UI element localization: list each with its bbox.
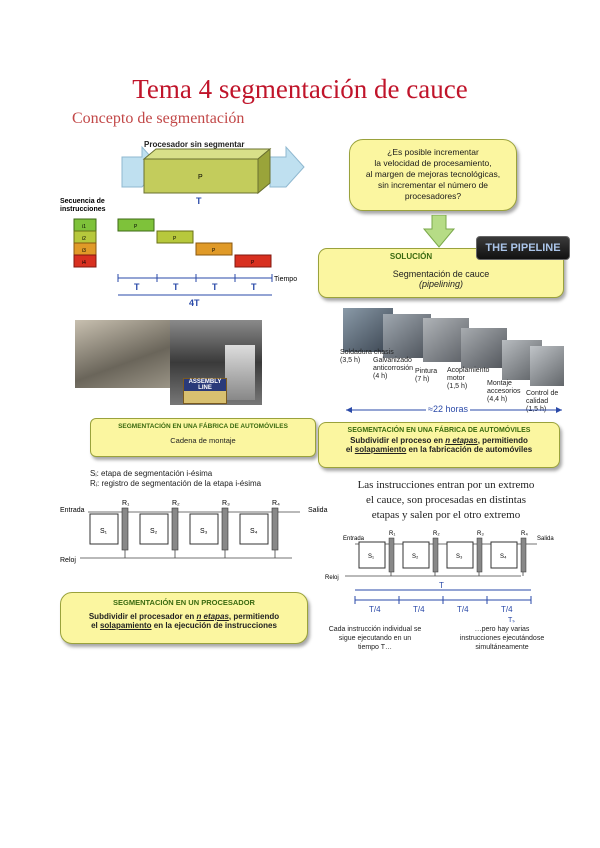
svg-text:4T: 4T [189,298,200,308]
factory-box-left: SEGMENTACIÓN EN UNA FÁBRICA DE AUTOMÓVIL… [90,418,316,457]
stage-label-5: Montaje accesorios (4,4 h) [487,380,525,404]
handwritten-note: Las instrucciones entran por un extremo … [326,478,566,523]
svg-text:Salida: Salida [537,536,554,542]
question-line: ¿Es posible incrementar [350,147,516,158]
svg-text:Tₛ: Tₛ [508,617,515,624]
factory-photo-1 [75,320,170,388]
page-title: Tema 4 segmentación de cauce [0,74,600,105]
svg-text:T: T [173,282,179,292]
svg-text:R₁: R₁ [389,531,395,537]
svg-text:T/4: T/4 [369,605,381,614]
note-left: Cada instrucción individual se sigue eje… [320,625,430,652]
svg-text:i2: i2 [82,236,86,242]
svg-text:S₁: S₁ [100,528,108,535]
factory-photo-3 [225,345,255,400]
svg-text:T: T [134,282,140,292]
svg-text:R₂: R₂ [433,531,440,537]
svg-text:T/4: T/4 [501,605,513,614]
total-hours: ≈22 horas [426,404,470,414]
output-arrow [270,147,304,187]
solution-line1: Segmentación de cauce [319,269,563,279]
svg-text:T/4: T/4 [457,605,469,614]
stage-label-2: Galvanizado anticorrosión (4 h) [373,357,415,381]
svg-text:S₃: S₃ [200,528,208,535]
svg-text:Secuencia de: Secuencia de [60,198,105,205]
svg-text:i3: i3 [82,248,86,254]
svg-text:T: T [251,282,257,292]
svg-text:R₃: R₃ [222,500,230,507]
stage-label-4: Acoplamiento motor (1,5 h) [447,367,487,391]
svg-text:Entrada: Entrada [60,507,85,514]
svg-text:P: P [198,174,203,181]
down-arrow-icon [422,215,456,249]
svg-text:T: T [439,581,444,590]
processor-label: Procesador sin segmentar [144,140,244,149]
svg-text:S₄: S₄ [500,554,507,560]
pipeline-badge: THE PIPELINE [476,236,570,260]
svg-text:R₂: R₂ [172,500,180,507]
svg-text:Reloj: Reloj [325,575,339,581]
svg-text:Salida: Salida [308,507,328,514]
svg-text:S₃: S₃ [456,554,463,560]
svg-text:S₂: S₂ [412,554,419,560]
factory-box-right: SEGMENTACIÓN EN UNA FÁBRICA DE AUTOMÓVIL… [318,422,560,468]
svg-text:T/4: T/4 [413,605,425,614]
svg-text:Entrada: Entrada [343,536,365,542]
unsegmented-processor-diagram: P Procesador sin segmentar T Secuencia d… [60,135,310,310]
svg-text:T: T [196,196,202,206]
question-line: al margen de mejoras tecnológicas, [350,169,516,180]
pipeline-diagram-left: Entrada Salida Reloj S₁ S₂ S₃ S₄ R₁ R₂ R… [60,500,335,568]
question-line: procesadores? [350,191,516,202]
svg-text:Reloj: Reloj [60,557,76,564]
processor-box: SEGMENTACIÓN EN UN PROCESADOR Subdividir… [60,592,308,644]
question-line: sin incrementar el número de [350,180,516,191]
section-subtitle: Concepto de segmentación [72,110,244,128]
svg-text:R₄: R₄ [272,500,280,507]
solution-line2: (pipelining) [319,279,563,289]
car-photo-6 [530,346,564,386]
car-photo-4 [461,328,507,368]
question-box: ¿Es posible incrementar la velocidad de … [349,139,517,211]
svg-text:S₂: S₂ [150,528,158,535]
svg-text:R₃: R₃ [477,531,484,537]
note-right: …pero hay varias instrucciones ejecutánd… [442,625,562,652]
svg-text:i1: i1 [82,224,86,230]
svg-text:i4: i4 [82,260,86,266]
pipeline-legend: Sᵢ: etapa de segmentación i-ésima Rᵢ: re… [90,469,261,489]
assembly-line-sign: ASSEMBLY LINE [183,378,227,404]
svg-text:R₁: R₁ [122,500,130,507]
svg-text:Tiempo: Tiempo [274,276,297,283]
svg-text:instrucciones: instrucciones [60,206,106,213]
svg-text:T: T [212,282,218,292]
question-line: la velocidad de procesamiento, [350,158,516,169]
stage-label-3: Pintura (7 h) [415,368,437,384]
svg-text:R₄: R₄ [521,531,528,537]
svg-text:S₄: S₄ [250,528,258,535]
svg-text:S₁: S₁ [368,554,374,560]
